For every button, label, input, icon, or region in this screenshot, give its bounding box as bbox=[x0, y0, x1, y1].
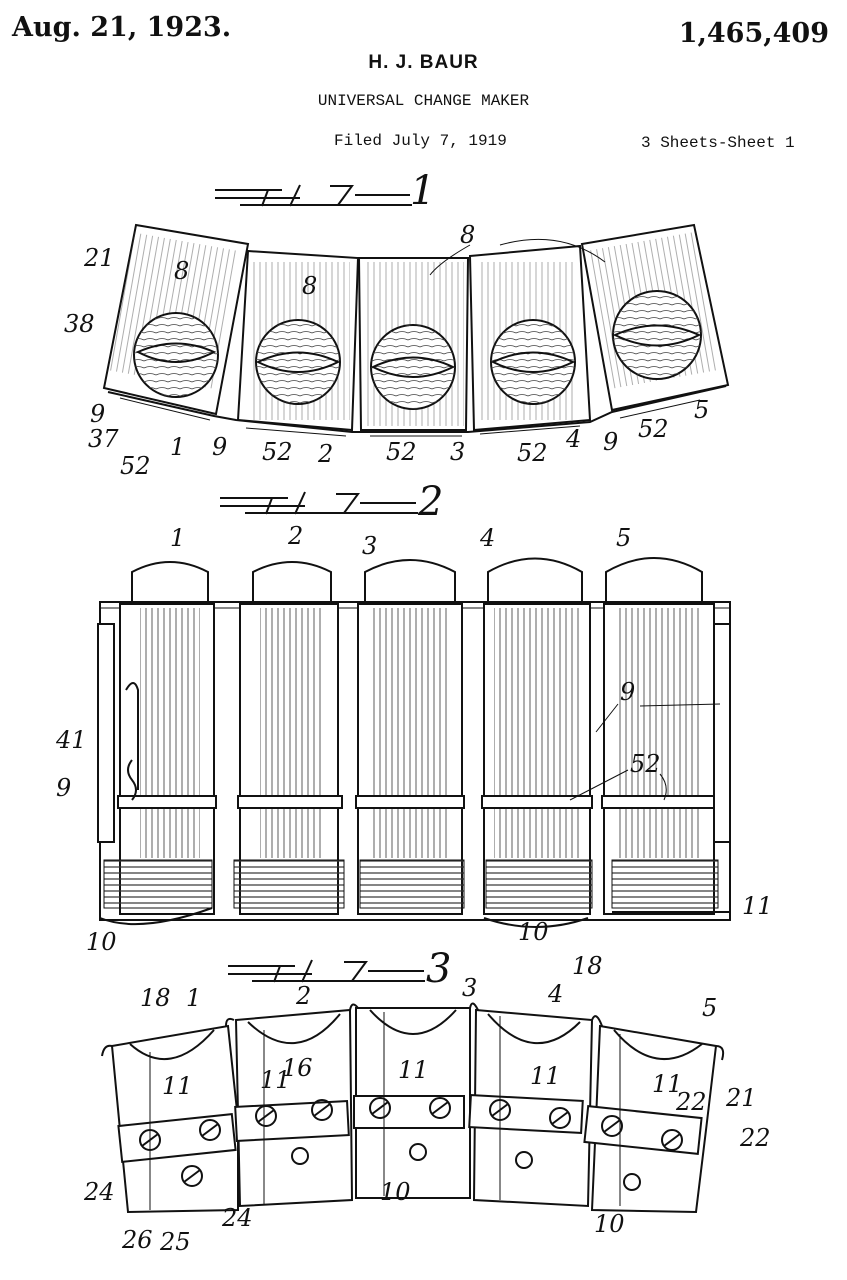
ref-24: 24 bbox=[83, 1178, 115, 1206]
fig2-tube-2 bbox=[233, 561, 345, 915]
ref-2: 2 bbox=[287, 522, 303, 550]
ref-9: 9 bbox=[620, 678, 635, 706]
ref-25: 25 bbox=[159, 1228, 191, 1256]
ref-1: 1 bbox=[170, 524, 185, 552]
figure-3: 3 bbox=[83, 946, 771, 1256]
ref-38: 38 bbox=[64, 310, 95, 338]
ref-41: 41 bbox=[55, 726, 87, 754]
ref-21: 21 bbox=[725, 1084, 757, 1112]
ref-2: 2 bbox=[317, 440, 333, 468]
ref-4: 4 bbox=[547, 980, 563, 1008]
ref-3: 3 bbox=[462, 974, 477, 1002]
ref-9: 9 bbox=[212, 433, 227, 461]
ref-10: 10 bbox=[594, 1210, 625, 1238]
ref-9: 9 bbox=[90, 400, 105, 428]
patent-number: 1,465,409 bbox=[678, 18, 829, 49]
fig2-tube-1 bbox=[103, 561, 217, 915]
ref-24: 24 bbox=[221, 1204, 253, 1232]
ref-9: 9 bbox=[603, 428, 618, 456]
ref-8: 8 bbox=[174, 257, 189, 285]
ref-16: 16 bbox=[282, 1054, 313, 1082]
ref-4: 4 bbox=[479, 524, 495, 552]
ref-11: 11 bbox=[530, 1062, 561, 1090]
ref-22: 22 bbox=[739, 1124, 771, 1152]
patent-date: Aug. 21, 1923. bbox=[12, 12, 232, 43]
patent-title: UNIVERSAL CHANGE MAKER bbox=[317, 92, 530, 110]
figure-2-number: 2 bbox=[417, 479, 443, 525]
fig1-tube-5 bbox=[580, 223, 730, 412]
ref-3: 3 bbox=[362, 532, 377, 560]
ref-11: 11 bbox=[398, 1056, 429, 1084]
ref-1: 1 bbox=[170, 433, 185, 461]
ref-8: 8 bbox=[302, 272, 317, 300]
ref-52: 52 bbox=[638, 415, 669, 443]
ref-37: 37 bbox=[88, 425, 119, 453]
ref-9: 9 bbox=[56, 774, 71, 802]
fig1-tube-4 bbox=[468, 244, 592, 432]
ref-10: 10 bbox=[518, 918, 549, 946]
ref-2: 2 bbox=[295, 982, 311, 1010]
figure-2-label: 2 bbox=[220, 479, 443, 525]
ref-10: 10 bbox=[380, 1178, 411, 1206]
ref-26: 26 bbox=[121, 1226, 153, 1254]
fig2-tube-4 bbox=[481, 557, 593, 915]
ref-52: 52 bbox=[120, 452, 151, 480]
ref-5: 5 bbox=[702, 994, 717, 1022]
ref-11: 11 bbox=[162, 1072, 193, 1100]
inventor-name: H. J. BAUR bbox=[368, 52, 479, 73]
fig2-tube-3 bbox=[355, 559, 465, 915]
fig2-tube-5 bbox=[601, 557, 719, 915]
ref-52: 52 bbox=[386, 438, 417, 466]
ref-52: 52 bbox=[630, 750, 661, 778]
filing-date: Filed July 7, 1919 bbox=[334, 132, 507, 150]
fig1-tube-1 bbox=[102, 223, 250, 416]
ref-5: 5 bbox=[616, 524, 631, 552]
figure-1-number: 1 bbox=[410, 168, 435, 214]
ref-52: 52 bbox=[517, 439, 548, 467]
ref-18: 18 bbox=[140, 984, 171, 1012]
ref-10: 10 bbox=[86, 928, 117, 956]
figure-3-label: 3 bbox=[228, 946, 451, 992]
fig1-tube-2 bbox=[236, 249, 360, 432]
ref-11: 11 bbox=[260, 1066, 291, 1094]
ref-22: 22 bbox=[675, 1088, 707, 1116]
fig1-tube-3 bbox=[357, 257, 470, 431]
ref-18: 18 bbox=[572, 952, 603, 980]
ref-4: 4 bbox=[565, 425, 581, 453]
ref-11: 11 bbox=[652, 1070, 683, 1098]
ref-11: 11 bbox=[742, 892, 773, 920]
ref-1: 1 bbox=[186, 984, 201, 1012]
figure-2: 2 bbox=[55, 479, 773, 956]
sheet-count: 3 Sheets-Sheet 1 bbox=[641, 134, 795, 152]
ref-21: 21 bbox=[83, 244, 115, 272]
ref-3: 3 bbox=[450, 438, 465, 466]
ref-8: 8 bbox=[460, 221, 475, 249]
ref-52: 52 bbox=[262, 438, 293, 466]
figure-1: 1 bbox=[64, 168, 730, 480]
ref-5: 5 bbox=[694, 396, 709, 424]
figure-1-label: 1 bbox=[215, 168, 435, 214]
figure-3-number: 3 bbox=[426, 946, 451, 992]
